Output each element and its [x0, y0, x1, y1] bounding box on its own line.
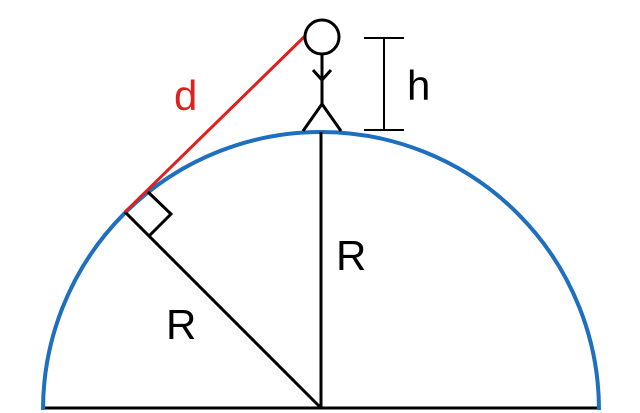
slanted-radius-line	[123, 210, 323, 410]
label-d: d	[174, 72, 197, 119]
right-angle-marker	[146, 190, 174, 238]
label-h: h	[407, 62, 430, 109]
observer-arms	[311, 68, 333, 83]
label-radius-vertical: R	[336, 232, 366, 279]
height-marker	[364, 37, 404, 131]
label-radius-slanted: R	[166, 301, 196, 348]
tangent-line-d	[123, 34, 307, 214]
observer-stick-figure	[301, 18, 343, 132]
observer-head	[303, 18, 341, 56]
observer-legs	[301, 101, 343, 132]
